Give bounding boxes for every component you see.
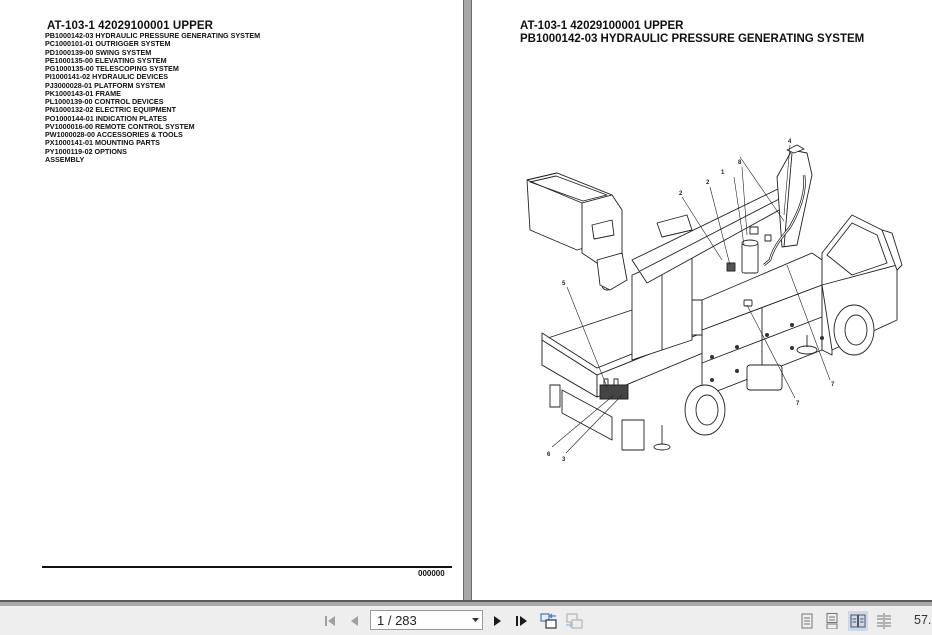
footer-rule [42, 566, 452, 568]
contents-item[interactable]: PG1000135-00 TELESCOPING SYSTEM [45, 64, 179, 73]
continuous-page-icon [826, 613, 838, 629]
svg-text:7: 7 [796, 401, 800, 407]
single-page-continuous-view-button[interactable] [822, 611, 842, 631]
contents-item[interactable]: PO1000144-01 INDICATION PLATES [45, 113, 167, 123]
first-page-icon [325, 616, 335, 626]
two-page-continuous-icon [877, 613, 891, 629]
contents-item[interactable]: PJ3000028-01 PLATFORM SYSTEM [45, 80, 166, 90]
contents-item[interactable]: PL1000139-00 CONTROL DEVICES [45, 97, 164, 106]
document-viewport[interactable]: AT-103-1 42029100001 UPPER PB1000142-03 … [0, 0, 932, 600]
contents-item[interactable]: ASSEMBLY [45, 154, 85, 164]
right-page-subtitle: PB1000142-03 HYDRAULIC PRESSURE GENERATI… [520, 33, 865, 45]
previous-view-button[interactable] [539, 611, 559, 631]
contents-item[interactable]: PE1000135-00 ELEVATING SYSTEM [45, 55, 167, 65]
truck-diagram: 8 1 2 2 4 5 6 3 7 7 [526, 139, 903, 463]
single-page-icon [801, 613, 813, 629]
contents-item[interactable]: PC1000101-01 OUTRIGGER SYSTEM [45, 39, 171, 49]
svg-text:2: 2 [706, 180, 710, 186]
next-page-button[interactable] [488, 611, 508, 631]
right-page: AT-103-1 42029100001 UPPER PB1000142-03 … [471, 0, 932, 600]
contents-item[interactable]: PI1000141-02 HYDRAULIC DEVICES [45, 72, 169, 82]
contents-item[interactable]: PD1000139-00 SWING SYSTEM [45, 47, 152, 57]
contents-item[interactable]: PW1000028-00 ACCESSORIES & TOOLS [45, 130, 183, 139]
svg-text:8: 8 [738, 160, 742, 166]
zoom-level[interactable]: 57. [914, 613, 932, 627]
contents-item[interactable]: PV1000016-00 REMOTE CONTROL SYSTEM [45, 121, 195, 131]
previous-page-icon [351, 616, 358, 626]
navigation-toolbar: 1 / 283 [0, 606, 932, 635]
previous-view-icon [540, 613, 557, 629]
next-page-icon [494, 616, 501, 626]
contents-item[interactable]: PY1000119-02 OPTIONS [45, 146, 127, 156]
right-page-title: AT-103-1 42029100001 UPPER [520, 20, 684, 32]
svg-text:6: 6 [547, 452, 551, 458]
contents-list: PB1000142-03 HYDRAULIC PRESSURE GENERATI… [45, 31, 261, 164]
left-page: AT-103-1 42029100001 UPPER PB1000142-03 … [0, 0, 464, 600]
first-page-button[interactable] [321, 611, 341, 631]
contents-item[interactable]: PB1000142-03 HYDRAULIC PRESSURE GENERATI… [45, 31, 261, 40]
page-indicator: 1 / 283 [377, 612, 417, 628]
viewport-border [0, 600, 932, 602]
svg-text:5: 5 [562, 281, 566, 287]
last-page-button[interactable] [512, 611, 532, 631]
two-page-continuous-view-button[interactable] [874, 611, 894, 631]
svg-text:1: 1 [721, 170, 725, 176]
svg-text:3: 3 [562, 457, 566, 463]
next-view-icon [566, 613, 583, 629]
contents-item[interactable]: PN1000132-02 ELECTRIC EQUIPMENT [45, 105, 177, 115]
svg-text:2: 2 [679, 191, 683, 197]
viewport-scroll-area [0, 602, 932, 606]
svg-text:4: 4 [788, 139, 792, 145]
page-number: 000000 [418, 569, 445, 578]
two-page-view-button[interactable] [848, 611, 868, 631]
last-page-icon [516, 616, 527, 626]
previous-page-button[interactable] [344, 611, 364, 631]
svg-text:7: 7 [831, 382, 835, 388]
contents-item[interactable]: PX1000141-01 MOUNTING PARTS [45, 138, 160, 148]
left-page-title: AT-103-1 42029100001 UPPER [47, 20, 214, 32]
chevron-down-icon [468, 611, 482, 629]
two-page-icon [850, 614, 866, 628]
single-page-view-button[interactable] [797, 611, 817, 631]
next-view-button[interactable] [564, 611, 584, 631]
contents-item[interactable]: PK1000143-01 FRAME [45, 88, 121, 98]
page-selector[interactable]: 1 / 283 [370, 610, 483, 630]
